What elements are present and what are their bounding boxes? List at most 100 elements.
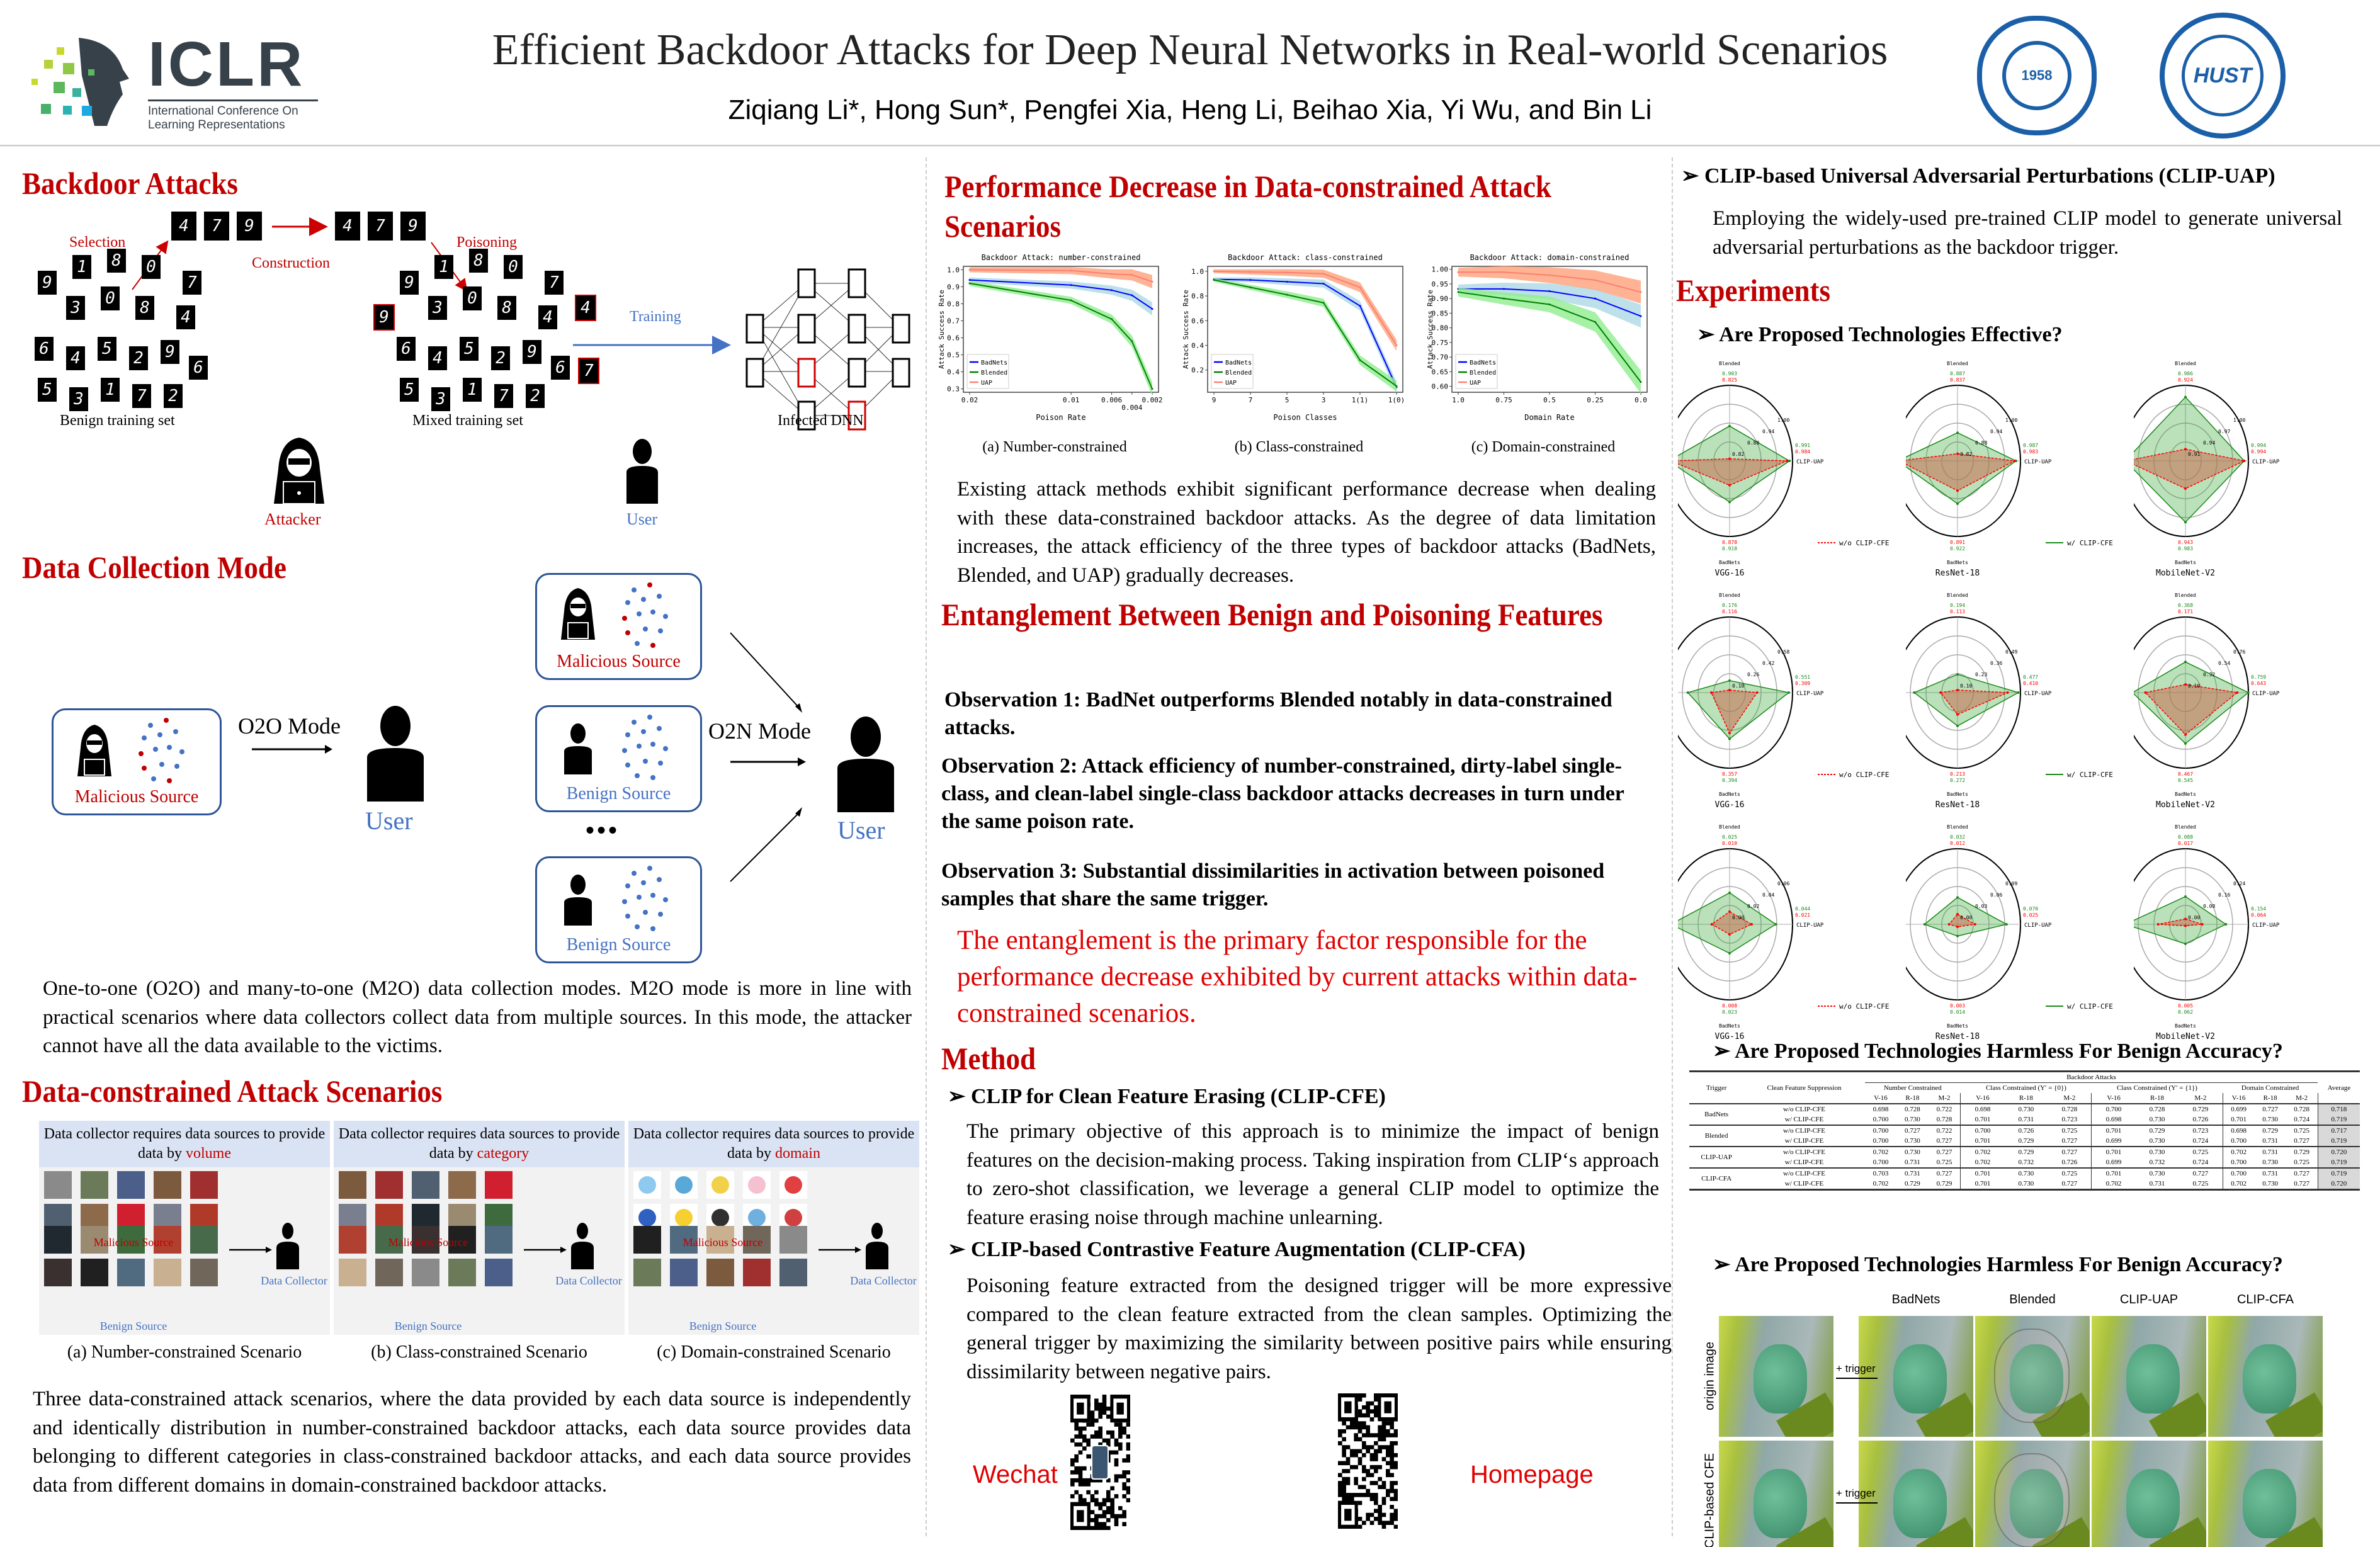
radar-point	[2184, 395, 2187, 399]
cell-value: 0.729	[2018, 1137, 2034, 1145]
header-suppression: Clean Feature Suppression	[1767, 1084, 1842, 1092]
y-tick-label: 0.9	[947, 283, 960, 291]
data-point-dot	[625, 732, 630, 737]
y-tick-label: 0.3	[947, 385, 960, 394]
radar-label: BadNets	[1719, 791, 1740, 797]
radar-point	[1956, 502, 1959, 505]
label-training: Training	[630, 309, 681, 325]
radar-ring-label: 0.26	[1747, 672, 1759, 677]
iclr-subtitle-line2: Learning Representations	[148, 118, 285, 132]
data-collection-description: One-to-one (O2O) and many-to-one (M2O) d…	[43, 977, 912, 1058]
cell-value: 0.698	[2223, 1125, 2255, 1136]
radar-label: 0.643	[2251, 681, 2266, 686]
radar-chart: 0.000.020.040.06Blended0.0250.010BadNets…	[1678, 824, 1889, 1041]
mnist-digit: 4	[428, 346, 447, 370]
mnist-digit: 0	[504, 255, 523, 279]
confidence-band	[1214, 278, 1397, 392]
data-point	[1395, 344, 1398, 346]
data-point-dot	[641, 729, 646, 734]
cell-value: 0.702	[2223, 1146, 2255, 1157]
data-point	[1503, 271, 1505, 273]
data-point	[1286, 271, 1288, 274]
cell-value: 0.732	[2018, 1159, 2034, 1166]
cell-average: 0.718	[2318, 1103, 2360, 1114]
confidence-band	[1458, 287, 1641, 394]
selected-digit: 9	[237, 212, 262, 241]
poisoned-digit: 7	[368, 212, 393, 241]
mnist-digit: 1	[72, 255, 91, 279]
x-tick-label: 0.002	[1142, 396, 1162, 404]
wechat-qr-code[interactable]	[1070, 1395, 1131, 1533]
bullet-arrow-icon: ➢	[1697, 323, 1720, 346]
homepage-qr-code[interactable]	[1338, 1393, 1398, 1532]
scenario-header-text: Data collector requires data sources to …	[43, 1126, 326, 1162]
radar-point	[2184, 733, 2187, 736]
data-point-dot	[637, 611, 642, 616]
header-model: R-18	[2263, 1094, 2277, 1102]
radar-label: 0.545	[2178, 778, 2193, 783]
data-point-dot	[663, 897, 668, 902]
cell-value: 0.730	[2135, 1167, 2179, 1179]
mnist-digit: 0	[101, 286, 120, 310]
radar-point	[1686, 691, 1689, 694]
scenario-keyword: category	[477, 1145, 530, 1162]
cell-value: 0.722	[1928, 1103, 1961, 1114]
dnn-connections	[755, 283, 901, 416]
radar-point	[1728, 892, 1731, 894]
cell-value: 0.727	[2048, 1179, 2092, 1189]
y-tick-label: 1.0	[947, 266, 960, 274]
x-tick-label: 0.01	[1063, 396, 1080, 404]
data-point	[1249, 286, 1252, 288]
y-tick-label: 0.70	[1432, 353, 1449, 361]
observation-3: Observation 3: Substantial dissimilariti…	[941, 859, 1605, 911]
radar-label: 0.012	[1950, 841, 1965, 846]
method-uap-text: Employing the widely-used pre-trained CL…	[1713, 207, 2342, 259]
chart-title: Backdoor Attack: domain-constrained	[1470, 253, 1629, 262]
data-point-dot	[647, 715, 652, 720]
chameleon-image	[1859, 1441, 1973, 1547]
radar-point	[1728, 457, 1731, 460]
data-point	[1457, 271, 1459, 273]
scenario-caption: (b) Class-constrained Scenario	[371, 1342, 587, 1362]
x-axis-label: Poison Rate	[1036, 413, 1085, 422]
radar-ring-label: 0.49	[2005, 649, 2017, 655]
data-point-dot	[658, 912, 663, 917]
radar-point	[2184, 742, 2187, 745]
data-point-dot	[637, 895, 642, 900]
data-point-dot	[167, 745, 172, 750]
cell-value: 0.727	[1928, 1167, 1961, 1179]
grid-column-label: BadNets	[1891, 1293, 1941, 1306]
radar-label: 0.394	[1722, 778, 1737, 783]
cell-value: 0.702	[1864, 1146, 1897, 1157]
diagram-arrows	[132, 217, 910, 431]
cell-value: 0.726	[2048, 1157, 2092, 1168]
data-point-dot	[657, 726, 662, 731]
dataset-sample-image	[154, 1171, 181, 1199]
radar-chart: 0.000.030.060.09Blended0.0320.012BadNets…	[1906, 824, 2113, 1041]
o2n-mode-label: O2N Mode	[708, 718, 811, 744]
performance-description: Existing attack methods exhibit signific…	[957, 478, 1656, 587]
radar-label: 0.477	[2023, 674, 2038, 680]
cell-value: 0.699	[2223, 1103, 2255, 1114]
data-point-dot	[663, 614, 668, 619]
qr-code-pattern	[1338, 1393, 1398, 1529]
cell-value: 0.731	[2149, 1180, 2165, 1187]
x-tick-label: 0.25	[1587, 396, 1604, 404]
data-point	[1503, 288, 1505, 290]
data-point	[1151, 388, 1153, 390]
radar-label: VGG-16	[1715, 800, 1745, 810]
data-point-dot	[174, 764, 179, 769]
data-collection-diagram: Malicious Source O2O Mode User Malicious…	[0, 567, 919, 970]
wechat-label: Wechat	[973, 1461, 1058, 1488]
dataset-sample-image	[190, 1226, 218, 1254]
header-model: V-16	[1874, 1094, 1888, 1102]
data-point-dot	[625, 914, 630, 919]
data-point-dot	[650, 643, 655, 648]
dataset-sample-image	[706, 1226, 734, 1254]
radar-ring-label: 0.00	[2188, 915, 2200, 921]
legend-entry: BadNets	[1470, 360, 1496, 366]
method-uap-title-text: CLIP-based Universal Adversarial Perturb…	[1704, 164, 2275, 188]
radar-ring-label: 0.00	[1732, 915, 1744, 921]
cell-value: 0.700	[2231, 1137, 2247, 1145]
